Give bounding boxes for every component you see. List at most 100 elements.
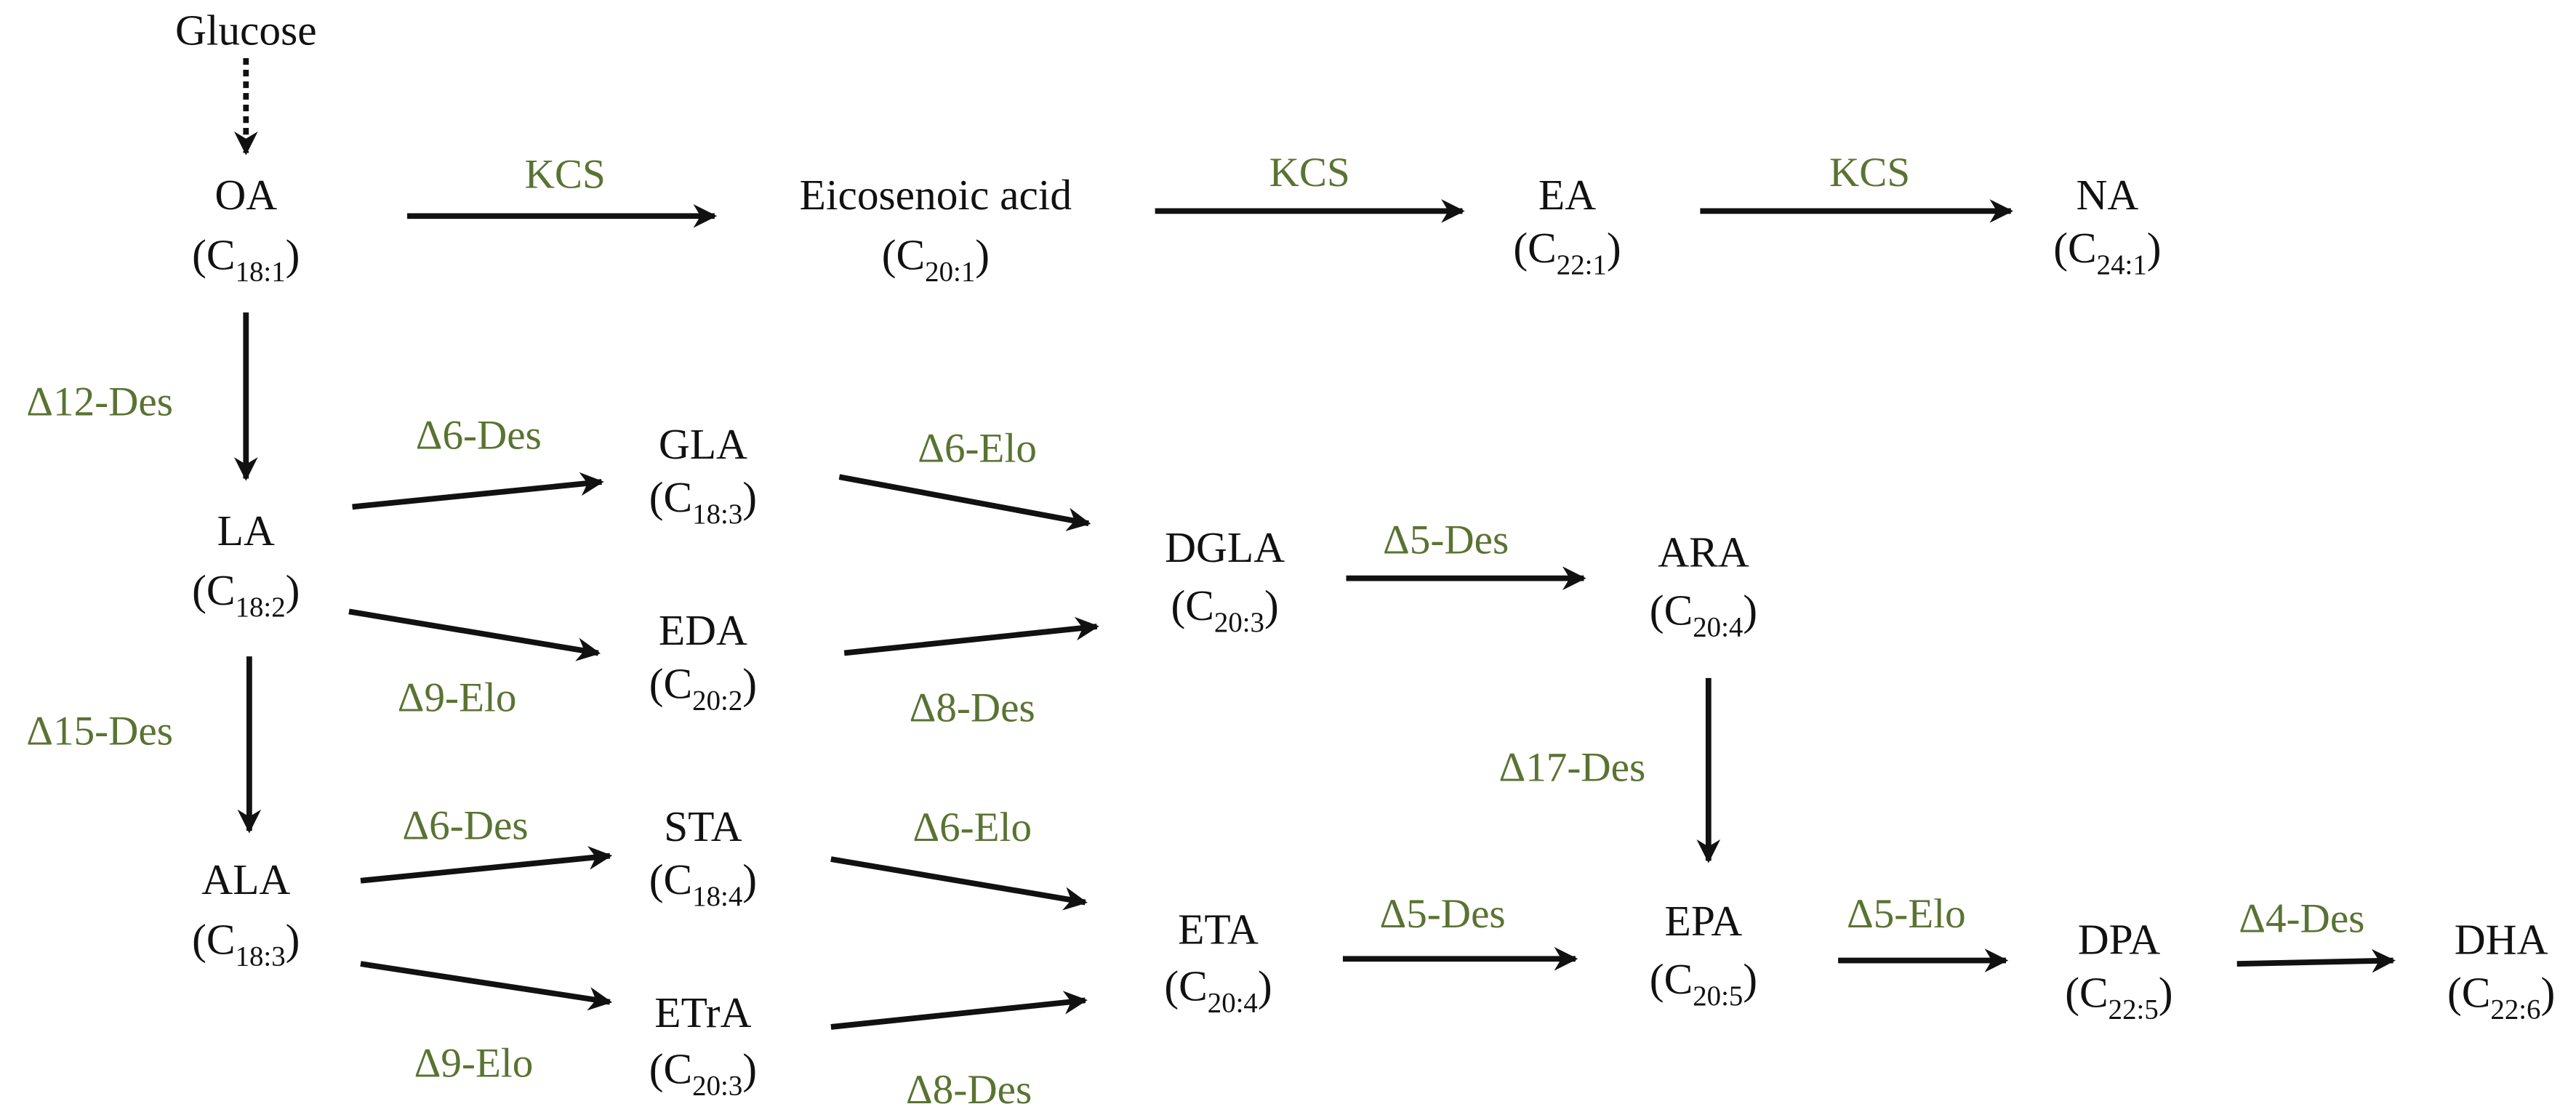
open-paren: (	[1171, 581, 1185, 629]
close-paren: )	[286, 566, 300, 614]
open-paren: (	[649, 659, 664, 707]
enzyme-label-eta-to-epa: Δ5-Des	[1379, 891, 1505, 937]
close-paren: )	[742, 659, 757, 707]
formula-subscript: 22:6	[2490, 994, 2540, 1026]
close-paren: )	[742, 473, 757, 521]
compound-oa: OA(C18:1)	[192, 171, 300, 287]
arrow-ala-to-etra	[360, 961, 613, 1011]
open-paren: (	[192, 230, 206, 278]
formula-carbon: C	[896, 230, 926, 278]
formula-subscript: 20:4	[1693, 612, 1743, 643]
enzyme-label-ea-to-na: KCS	[1829, 150, 1910, 196]
compound-formula: (C20:2)	[649, 659, 757, 716]
formula-subscript: 22:1	[1557, 249, 1607, 281]
enzyme-label-dgla-to-ara: Δ5-Des	[1383, 517, 1509, 563]
compound-eicosenoic: Eicosenoic acid(C20:1)	[800, 171, 1072, 287]
enzyme-label-ala-to-etra: Δ9-Elo	[414, 1041, 534, 1087]
compound-formula: (C20:5)	[1650, 955, 1757, 1012]
formula-subscript: 20:5	[1693, 980, 1743, 1012]
close-paren: )	[286, 915, 300, 963]
compound-ara: ARA(C20:4)	[1650, 528, 1757, 643]
compound-dpa: DPA (C22:5)	[2065, 915, 2172, 1025]
compound-dgla: DGLA(C20:3)	[1165, 523, 1285, 638]
enzyme-label-eicosenoic-to-ea: KCS	[1269, 150, 1350, 196]
arrow-etra-to-eta	[830, 991, 1088, 1030]
formula-subscript: 20:4	[1208, 987, 1258, 1018]
compound-formula: (C20:4)	[1164, 962, 1272, 1018]
open-paren: (	[1650, 587, 1664, 634]
close-paren: )	[286, 230, 300, 278]
arrow-dpa-to-dha	[2236, 948, 2396, 973]
close-paren: )	[1258, 962, 1272, 1010]
compound-la: LA (C18:2)	[192, 507, 300, 623]
enzyme-label-oa-to-eicosenoic: KCS	[525, 151, 606, 197]
open-paren: (	[2053, 224, 2068, 272]
compound-name: STA	[664, 802, 742, 850]
formula-subscript: 18:4	[692, 881, 742, 912]
formula-subscript: 18:2	[236, 592, 286, 623]
close-paren: )	[1743, 955, 1757, 1003]
compound-formula: (C18:4)	[649, 855, 757, 912]
open-paren: (	[1650, 955, 1664, 1003]
arrow-la-to-eda	[348, 608, 601, 661]
compound-formula: (C24:1)	[2053, 224, 2161, 281]
compound-name: DPA	[2078, 915, 2160, 963]
compound-name: Glucose	[175, 7, 317, 55]
formula-subscript: 24:1	[2097, 249, 2147, 281]
compound-formula: (C22:6)	[2447, 969, 2555, 1026]
close-paren: )	[742, 1045, 757, 1093]
open-paren: (	[649, 855, 664, 903]
compound-name: OA	[214, 171, 277, 219]
compound-formula: (C18:3)	[649, 473, 757, 530]
close-paren: )	[1264, 581, 1279, 629]
compound-name: EDA	[659, 606, 747, 654]
compound-name: EA	[1538, 171, 1596, 219]
arrow-eda-to-dgla	[843, 616, 1099, 656]
compound-name: DHA	[2455, 915, 2548, 963]
compound-formula: (C20:4)	[1650, 587, 1757, 643]
compound-sta: STA (C18:4)	[649, 802, 757, 912]
open-paren: (	[2447, 969, 2462, 1017]
compound-name: LA	[217, 507, 275, 555]
compound-name: GLA	[659, 420, 747, 468]
compound-name: ALA	[201, 855, 290, 903]
close-paren: )	[742, 855, 757, 903]
compound-glucose: Glucose	[175, 7, 317, 55]
open-paren: (	[649, 1045, 664, 1093]
open-paren: (	[649, 473, 664, 521]
formula-carbon: C	[2068, 224, 2097, 272]
formula-subscript: 20:3	[692, 1071, 742, 1102]
enzyme-label-la-to-eda: Δ9-Elo	[398, 675, 517, 721]
enzyme-label-la-to-gla: Δ6-Des	[416, 412, 542, 458]
open-paren: (	[2065, 969, 2079, 1017]
formula-carbon: C	[206, 230, 236, 278]
formula-subscript: 18:3	[692, 499, 742, 530]
formula-carbon: C	[664, 659, 693, 707]
compound-eta: ETA(C20:4)	[1164, 906, 1272, 1019]
compound-formula: (C18:1)	[192, 230, 300, 287]
compound-formula: (C22:5)	[2065, 969, 2172, 1026]
formula-carbon: C	[2462, 969, 2491, 1017]
formula-carbon: C	[2079, 969, 2108, 1017]
compound-formula: (C18:3)	[192, 915, 300, 972]
open-paren: (	[1513, 224, 1528, 272]
compound-dha: DHA (C22:6)	[2447, 915, 2555, 1025]
formula-carbon: C	[206, 915, 236, 963]
enzyme-label-ara-to-epa: Δ17-Des	[1498, 745, 1645, 791]
compound-ala: ALA (C18:3)	[192, 855, 300, 972]
formula-carbon: C	[1179, 962, 1208, 1010]
enzyme-label-oa-to-la: Δ12-Des	[26, 379, 173, 425]
compound-name: Eicosenoic acid	[800, 171, 1072, 219]
compound-name: ETrA	[654, 988, 751, 1036]
enzyme-label-ala-to-sta: Δ6-Des	[402, 803, 528, 849]
formula-subscript: 18:1	[236, 256, 286, 287]
open-paren: (	[882, 230, 896, 278]
compound-formula: (C18:2)	[192, 566, 300, 623]
compound-name: EPA	[1665, 897, 1743, 945]
compound-name: NA	[2076, 171, 2138, 219]
arrow-gla-to-dgla	[838, 474, 1091, 531]
close-paren: )	[1607, 224, 1621, 272]
formula-carbon: C	[1185, 581, 1214, 629]
compound-formula: (C20:3)	[1171, 581, 1278, 638]
